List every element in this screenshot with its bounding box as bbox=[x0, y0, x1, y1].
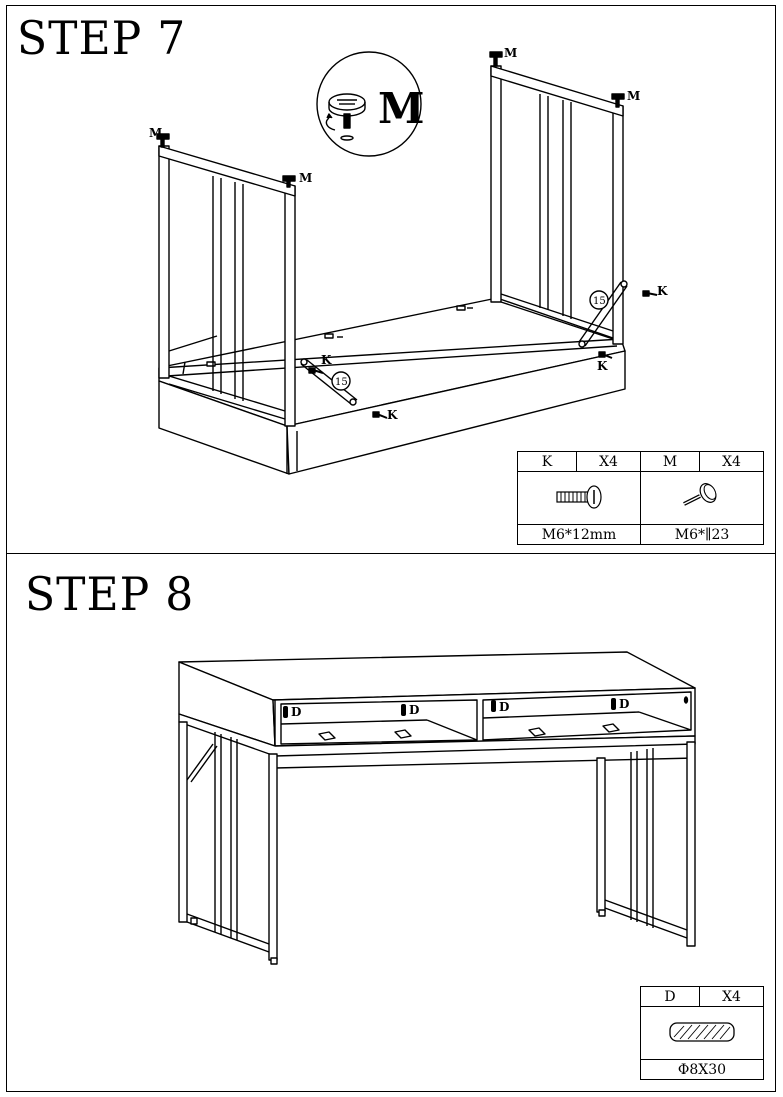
foot-m-cell bbox=[640, 471, 764, 525]
bolt-k-markers bbox=[308, 290, 658, 419]
step-7-panel: STEP 7 bbox=[6, 5, 776, 554]
label-k-4: K bbox=[597, 359, 608, 373]
part-code-d: D bbox=[640, 986, 700, 1007]
leveling-foot-callout bbox=[316, 51, 422, 157]
part-size-m: M6*∥23 bbox=[640, 524, 764, 545]
label-m-2: M bbox=[299, 171, 312, 185]
label-d-3: D bbox=[499, 700, 509, 714]
part-ref-15-left: 15 bbox=[335, 377, 348, 388]
hardware-table-step-8: D X4 Φ8X30 bbox=[640, 986, 764, 1080]
step-8-title: STEP 8 bbox=[25, 567, 195, 622]
step-8-illustration: D D D D bbox=[178, 651, 696, 965]
left-leg-frame bbox=[158, 145, 296, 427]
part-size-d: Φ8X30 bbox=[640, 1059, 764, 1080]
part-code-m: M bbox=[640, 451, 700, 472]
step-7-illustration: M M M M M K K K K 15 15 bbox=[149, 46, 668, 475]
hardware-table-step-7: K X4 M X4 bbox=[517, 451, 764, 545]
right-leg-frame bbox=[596, 741, 696, 947]
label-m-3: M bbox=[504, 46, 517, 60]
part-qty-m: X4 bbox=[699, 451, 764, 472]
bolt-k-cell bbox=[517, 471, 641, 525]
leveling-feet-markers bbox=[156, 51, 625, 188]
label-k-1: K bbox=[321, 353, 332, 367]
bolt-icon bbox=[556, 484, 602, 509]
part-code-k: K bbox=[517, 451, 577, 472]
part-qty-k: X4 bbox=[576, 451, 641, 472]
leveling-foot-icon bbox=[683, 482, 717, 506]
label-d-1: D bbox=[291, 705, 301, 719]
label-m-4: M bbox=[627, 89, 640, 103]
label-d-2: D bbox=[409, 703, 419, 717]
cross-brace-right bbox=[578, 280, 628, 348]
label-k-2: K bbox=[387, 408, 398, 422]
desk-body-upside-down bbox=[158, 297, 626, 475]
label-k-3: K bbox=[657, 284, 668, 298]
dowel-markers bbox=[283, 698, 616, 718]
wooden-dowel-icon bbox=[669, 1021, 735, 1042]
callout-label-m: M bbox=[378, 84, 425, 133]
label-m-1: M bbox=[149, 126, 162, 140]
label-d-4: D bbox=[619, 697, 629, 711]
part-ref-15-right: 15 bbox=[593, 296, 606, 307]
dowel-d-cell bbox=[640, 1006, 764, 1060]
step-7-title: STEP 7 bbox=[17, 11, 187, 66]
part-qty-d: X4 bbox=[699, 986, 764, 1007]
left-leg-frame bbox=[178, 721, 278, 965]
step-8-panel: STEP 8 bbox=[6, 554, 776, 1092]
part-size-k: M6*12mm bbox=[517, 524, 641, 545]
drawer-openings bbox=[280, 691, 692, 745]
